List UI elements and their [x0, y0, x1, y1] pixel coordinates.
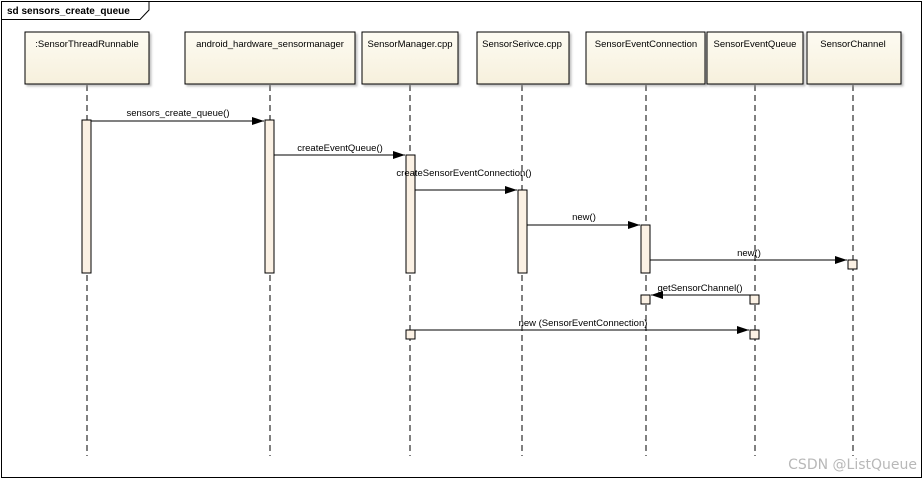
activation-connection-2: [640, 294, 651, 305]
participant-service[interactable]: SensorSerivce.cpp: [476, 31, 570, 85]
message-label: new (SensorEventConnection): [519, 318, 648, 329]
participant-label: SensorManager.cpp: [367, 39, 452, 50]
activation-queue-2: [749, 329, 760, 340]
frame-title-tab: [1, 1, 150, 20]
participant-channel[interactable]: SensorChannel: [806, 31, 902, 85]
participant-label: SensorEventConnection: [595, 39, 697, 50]
participant-connection[interactable]: SensorEventConnection: [585, 31, 706, 85]
message-new-channel: new(): [650, 248, 847, 264]
participant-label: SensorChannel: [820, 39, 886, 50]
activation-runnable: [81, 119, 92, 274]
message-create-event-queue: createEventQueue(): [274, 143, 405, 159]
frame-title: sd sensors_create_queue: [7, 6, 130, 17]
activation-service: [517, 189, 528, 274]
message-new-sensor-event-connection: new (SensorEventConnection): [415, 318, 749, 334]
participant-label: SensorEventQueue: [714, 39, 797, 50]
activation-manager: [405, 154, 416, 274]
participant-label: android_hardware_sensormanager: [196, 39, 344, 50]
message-create-sensor-event-connection: createSensorEventConnection(): [396, 168, 532, 194]
watermark: CSDN @ListQueue: [788, 457, 917, 473]
participant-label: SensorSerivce.cpp: [482, 39, 562, 50]
message-get-sensor-channel: getSensorChannel(): [651, 283, 750, 299]
message-label: createSensorEventConnection(): [396, 168, 531, 179]
message-label: createEventQueue(): [297, 143, 383, 154]
activation-queue: [749, 294, 760, 305]
message-new-connection: new(): [527, 212, 640, 229]
participant-runnable[interactable]: :SensorThreadRunnable: [24, 31, 150, 85]
message-label: new(): [572, 212, 596, 223]
activation-channel: [847, 259, 858, 270]
participant-manager[interactable]: SensorManager.cpp: [361, 31, 459, 85]
activation-manager-2: [405, 329, 416, 340]
activation-connection: [640, 224, 651, 274]
participant-jni[interactable]: android_hardware_sensormanager: [184, 31, 356, 85]
activation-jni: [264, 119, 275, 274]
participant-label: :SensorThreadRunnable: [35, 39, 139, 50]
message-label: sensors_create_queue(): [127, 108, 230, 119]
message-label: new(): [737, 248, 761, 259]
message-sensors-create-queue: sensors_create_queue(): [91, 108, 264, 125]
message-label: getSensorChannel(): [657, 283, 742, 294]
participant-queue[interactable]: SensorEventQueue: [706, 31, 804, 85]
